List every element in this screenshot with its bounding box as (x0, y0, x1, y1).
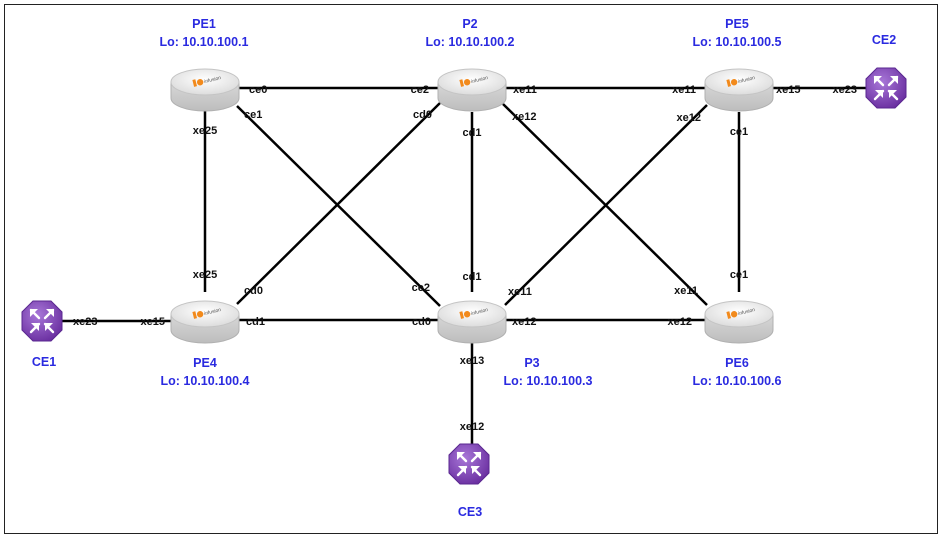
port-label: xe15 (141, 316, 165, 328)
port-label: cd1 (463, 271, 482, 283)
port-label: cd1 (463, 127, 482, 139)
link-pe1-p3 (236, 105, 441, 307)
ce1-name: CE1 (32, 355, 56, 369)
pe1-loopback: Lo: 10.10.100.1 (160, 35, 249, 49)
router-pe6-icon[interactable] (704, 300, 774, 344)
port-label: ce1 (730, 269, 748, 281)
link-pe5-p3 (504, 104, 708, 306)
port-label: cd0 (413, 109, 432, 121)
links (62, 86, 866, 444)
p2-name: P2 (462, 17, 477, 31)
port-label: xe23 (73, 316, 97, 328)
port-label: xe12 (677, 112, 701, 124)
p3-loopback: Lo: 10.10.100.3 (504, 374, 593, 388)
port-label: ce2 (411, 84, 429, 96)
router-p2-icon[interactable] (437, 68, 507, 112)
pe1-name: PE1 (192, 17, 216, 31)
router-pe5-icon[interactable] (704, 68, 774, 112)
port-label: xe11 (508, 286, 532, 298)
p3-name: P3 (524, 356, 539, 370)
port-label: xe12 (668, 316, 692, 328)
port-label: cd0 (244, 285, 263, 297)
port-label: xe25 (193, 269, 217, 281)
port-label: xe11 (674, 285, 698, 297)
p2-loopback: Lo: 10.10.100.2 (426, 35, 515, 49)
port-label: xe12 (512, 316, 536, 328)
pe6-loopback: Lo: 10.10.100.6 (693, 374, 782, 388)
ce1-device-icon[interactable] (20, 299, 64, 343)
port-label: xe25 (193, 125, 217, 137)
pe5-name: PE5 (725, 17, 749, 31)
port-label: ce1 (730, 126, 748, 138)
ce2-name: CE2 (872, 33, 896, 47)
router-pe1-icon[interactable] (170, 68, 240, 112)
port-label: xe11 (672, 84, 696, 96)
port-label: ce1 (244, 109, 262, 121)
port-label: ce2 (412, 282, 430, 294)
router-pe4-icon[interactable] (170, 300, 240, 344)
port-label: ce0 (249, 84, 267, 96)
pe5-loopback: Lo: 10.10.100.5 (693, 35, 782, 49)
router-p3-icon[interactable] (437, 300, 507, 344)
ce3-device-icon[interactable] (447, 442, 491, 486)
port-label: cd1 (246, 316, 265, 328)
pe4-name: PE4 (193, 356, 217, 370)
port-label: xe11 (513, 84, 537, 96)
port-label: xe15 (776, 84, 800, 96)
pe4-loopback: Lo: 10.10.100.4 (161, 374, 250, 388)
port-label: xe12 (512, 111, 536, 123)
port-label: cd0 (412, 316, 431, 328)
ce3-name: CE3 (458, 505, 482, 519)
ce2-device-icon[interactable] (864, 66, 908, 110)
port-label: xe23 (833, 84, 857, 96)
pe6-name: PE6 (725, 356, 749, 370)
link-p2-pe4 (236, 102, 441, 305)
port-labels: ce0 ce2 xe25 xe25 ce1 ce2 xe11 xe11 cd0 … (73, 84, 857, 433)
port-label: xe12 (460, 421, 484, 433)
port-label: xe13 (460, 355, 484, 367)
